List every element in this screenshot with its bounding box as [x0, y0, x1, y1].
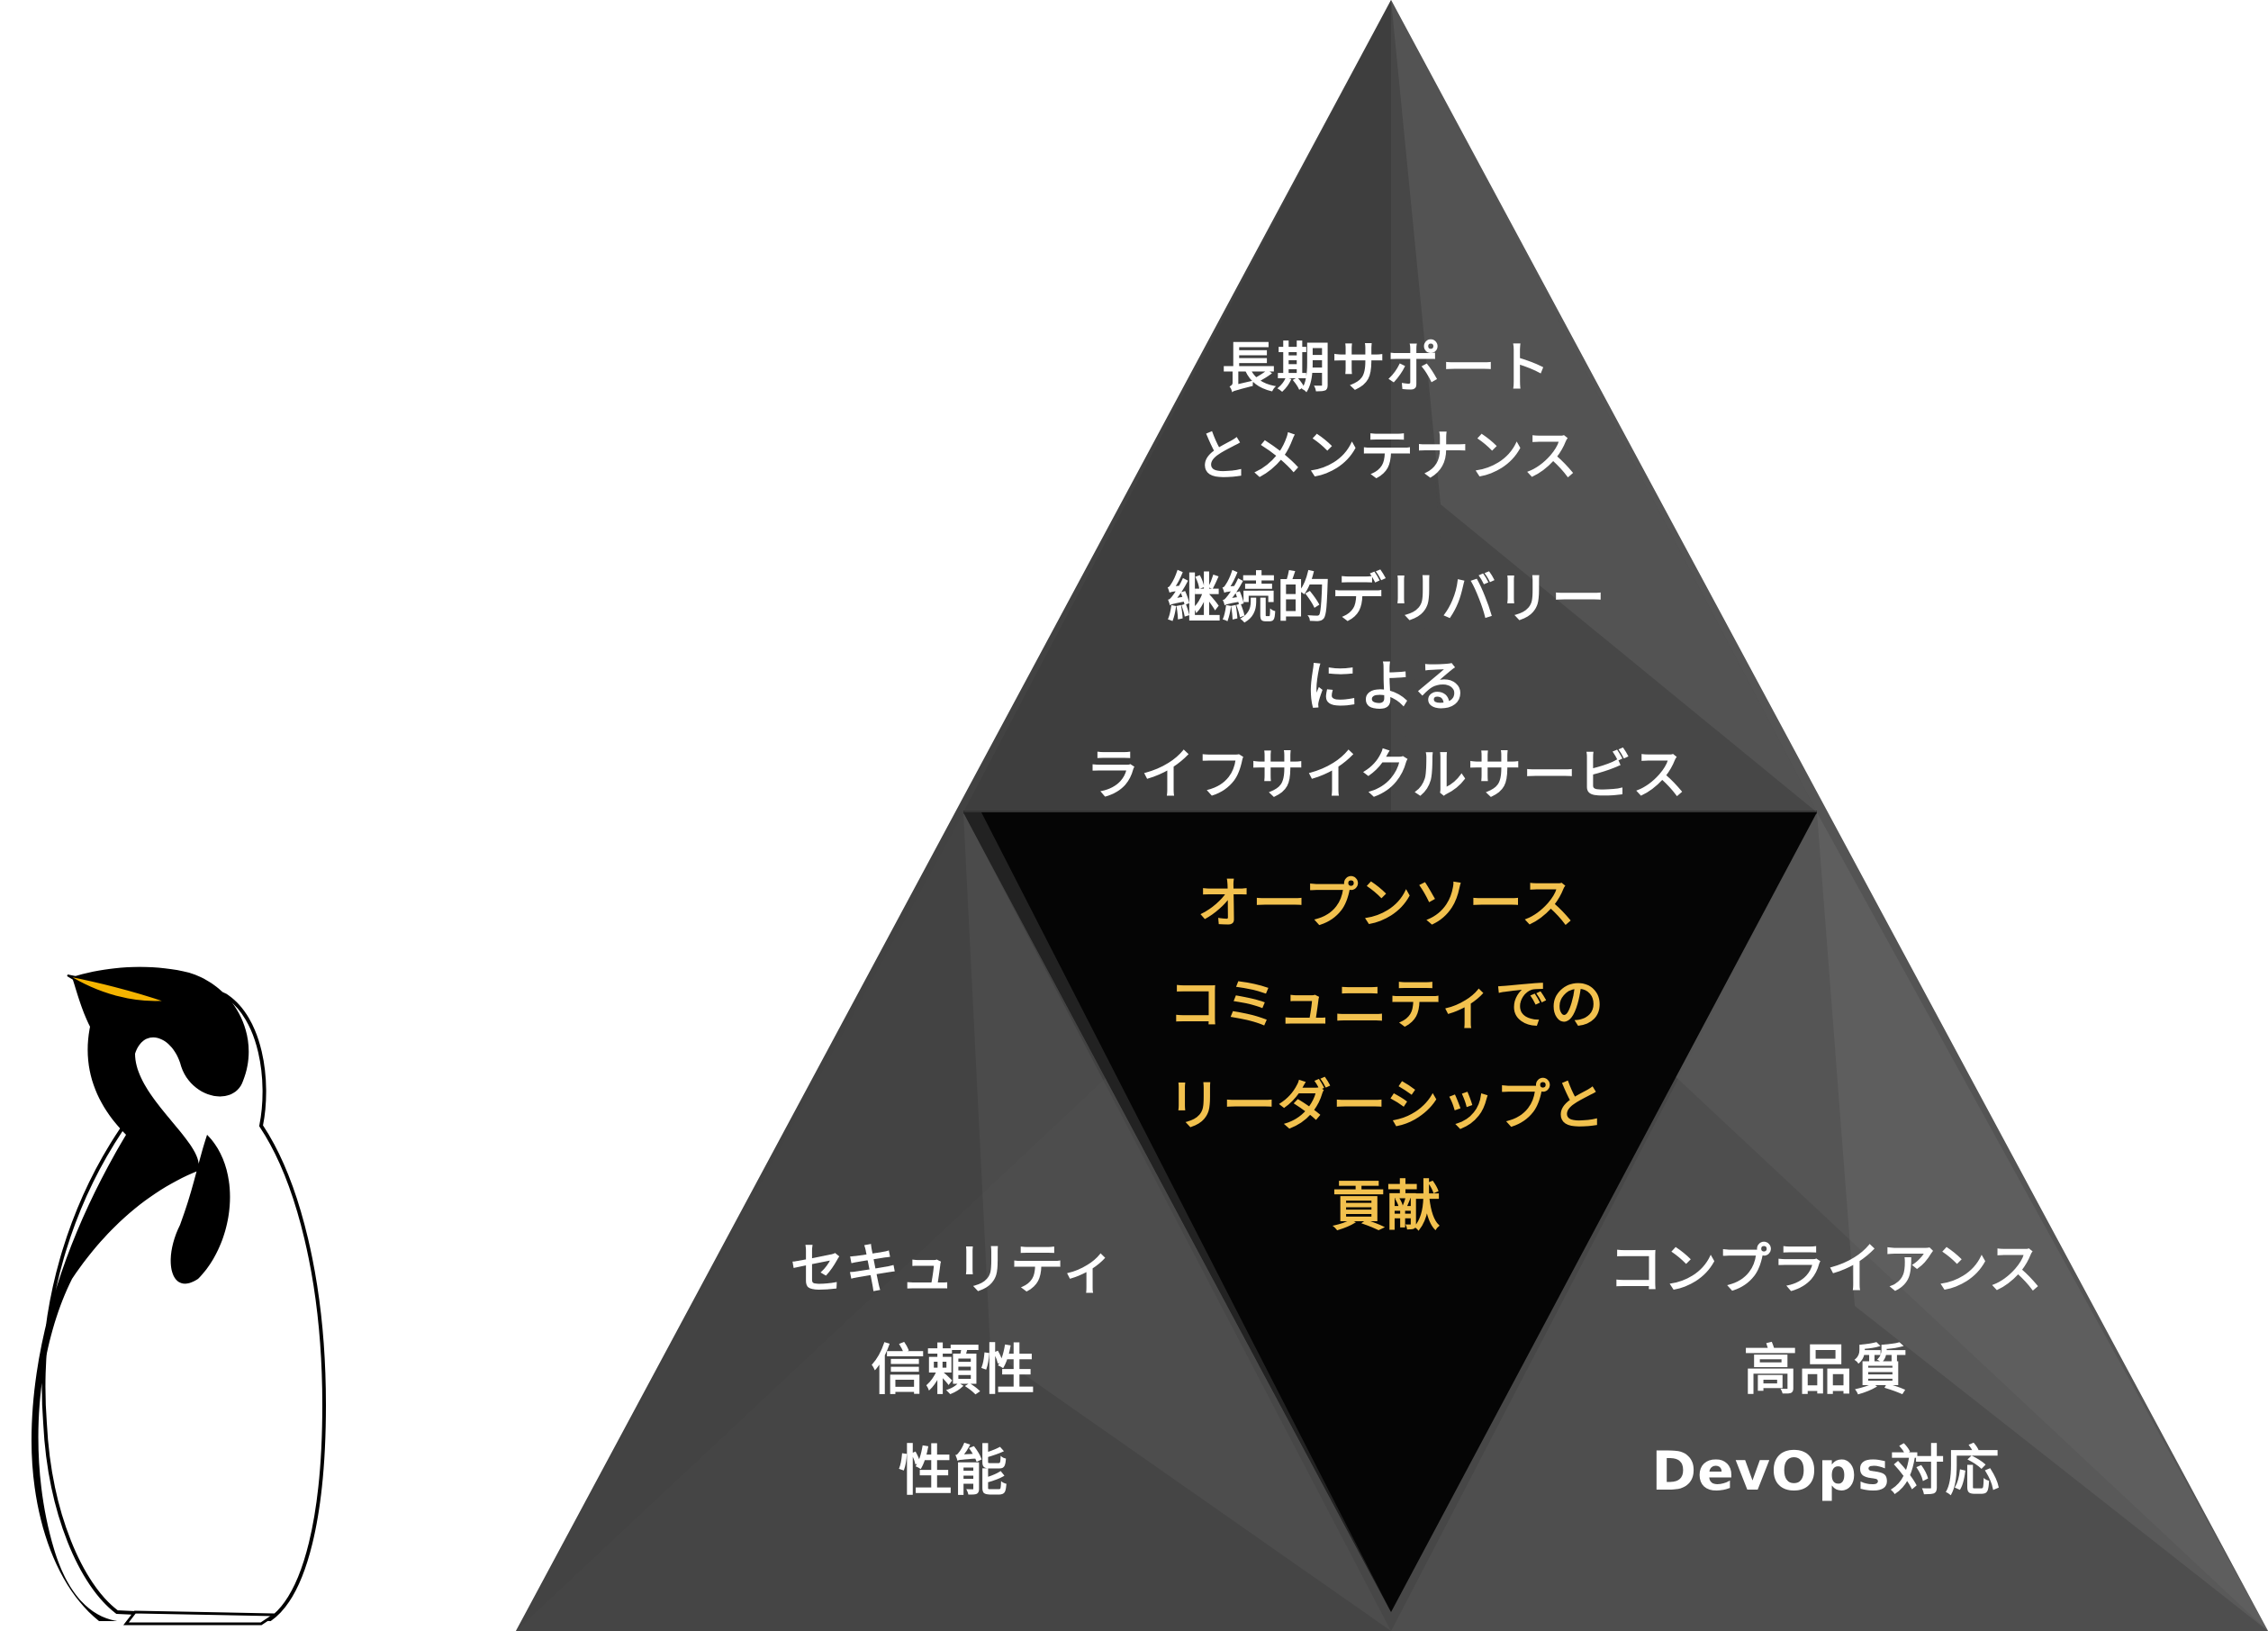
- right-section-label: コンプライアンス 高品質 DevOps対応: [1556, 1219, 2096, 1522]
- center-section-label: オープンソース コミュニティでの リーダーシップと 貢献: [1026, 854, 1747, 1257]
- right-line1: コンプライアンス: [1608, 1238, 2044, 1301]
- right-facet: [1391, 812, 2268, 1631]
- left-line1: セキュリティ: [790, 1238, 1117, 1301]
- top-section-label: 長期サポート とメンテナンス 継続的デリバリー による ライフサイクルサービス: [936, 324, 1837, 820]
- center-line2: コミュニティでの: [1168, 974, 1605, 1037]
- right-facet-highlight: [1817, 812, 2268, 1631]
- left-facet: [516, 812, 1391, 1631]
- center-line3: リーダーシップと: [1167, 1074, 1606, 1137]
- right-line3: DevOps対応: [1651, 1440, 2001, 1503]
- penguin-icon: [32, 966, 327, 1626]
- center-line1: オープンソース: [1197, 873, 1577, 936]
- top-group2-line2: による: [1305, 656, 1468, 719]
- top-group1-line2: とメンテナンス: [1195, 425, 1578, 488]
- top-group1-line1: 長期サポート: [1222, 337, 1551, 400]
- left-facet-highlight: [963, 812, 1391, 1631]
- left-section-label: セキュリティ 信頼性 性能: [683, 1219, 1224, 1522]
- top-group2-line3: ライフサイクルサービス: [1086, 744, 1687, 807]
- left-line2: 信頼性: [871, 1339, 1036, 1402]
- top-facet: [963, 0, 1817, 812]
- right-line2: 高品質: [1743, 1339, 1909, 1402]
- center-triangle: [963, 812, 1817, 1612]
- center-triangle-edge: [963, 812, 1391, 1612]
- top-facet-highlight: [1391, 0, 1817, 812]
- top-group2-line1: 継続的デリバリー: [1167, 567, 1606, 630]
- left-line3: 性能: [899, 1440, 1008, 1503]
- top-group-spacer: [936, 501, 1837, 555]
- center-line4: 貢献: [1332, 1175, 1441, 1238]
